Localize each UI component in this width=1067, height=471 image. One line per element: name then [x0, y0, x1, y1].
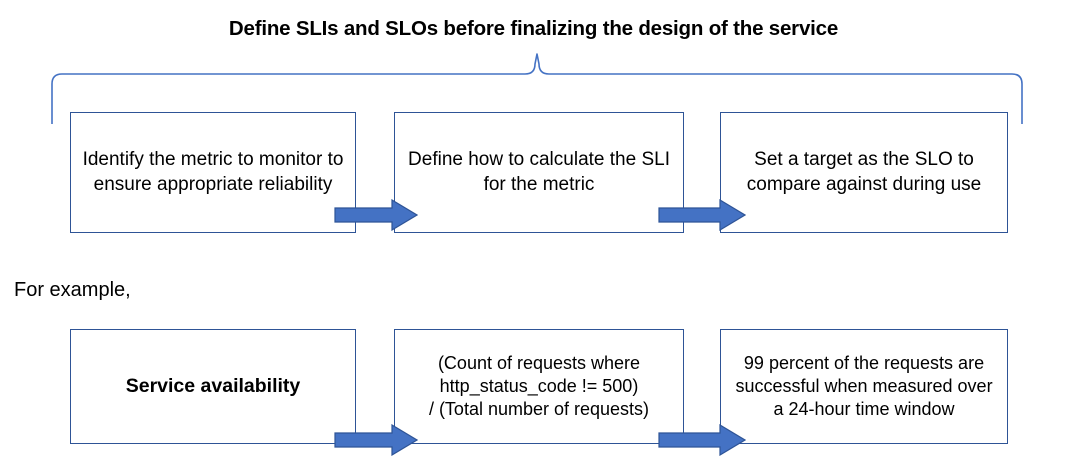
example-box-slo[interactable]: 99 percent of the requests are successfu…	[720, 329, 1008, 444]
process-box-step-3[interactable]: Set a target as the SLO to compare again…	[720, 112, 1008, 233]
example-box-sli[interactable]: (Count of requests where http_status_cod…	[394, 329, 684, 444]
process-box-step-1[interactable]: Identify the metric to monitor to ensure…	[70, 112, 356, 233]
example-sli-line-2: http_status_code != 500)	[439, 375, 639, 396]
example-sli-line-1: (Count of requests where	[437, 352, 641, 373]
page-title: Define SLIs and SLOs before finalizing t…	[228, 17, 839, 40]
process-box-step-1-label: Identify the metric to monitor to ensure…	[82, 149, 344, 195]
example-box-metric-label: Service availability	[125, 375, 301, 398]
process-box-step-3-label: Set a target as the SLO to compare again…	[746, 149, 982, 195]
process-box-step-2-label: Define how to calculate the SLI for the …	[408, 149, 670, 195]
example-box-slo-label: 99 percent of the requests are successfu…	[735, 352, 993, 420]
example-box-metric[interactable]: Service availability	[70, 329, 356, 444]
example-sli-line-3: / (Total number of requests)	[428, 399, 650, 420]
for-example-label: For example,	[14, 279, 131, 301]
example-box-sli-formula: (Count of requests where http_status_cod…	[404, 352, 674, 421]
process-box-step-2[interactable]: Define how to calculate the SLI for the …	[394, 112, 684, 233]
